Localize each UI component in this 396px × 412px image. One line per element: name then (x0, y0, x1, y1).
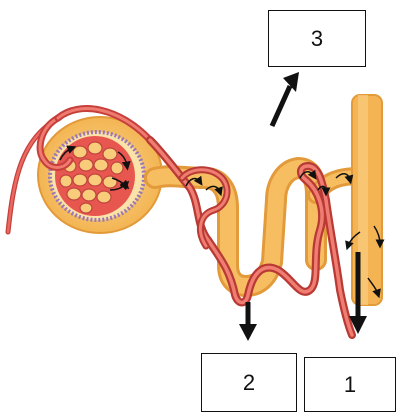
arrow-3 (272, 72, 299, 126)
glomerulus (55, 136, 135, 216)
label-3-text: 3 (311, 26, 323, 52)
label-1-text: 1 (344, 372, 356, 398)
label-box-2: 2 (201, 353, 297, 412)
label-box-1: 1 (304, 357, 396, 412)
peritubular-capillary (150, 140, 352, 335)
label-box-3: 3 (268, 10, 366, 67)
label-2-text: 2 (243, 370, 255, 396)
arrow-2 (239, 302, 257, 341)
